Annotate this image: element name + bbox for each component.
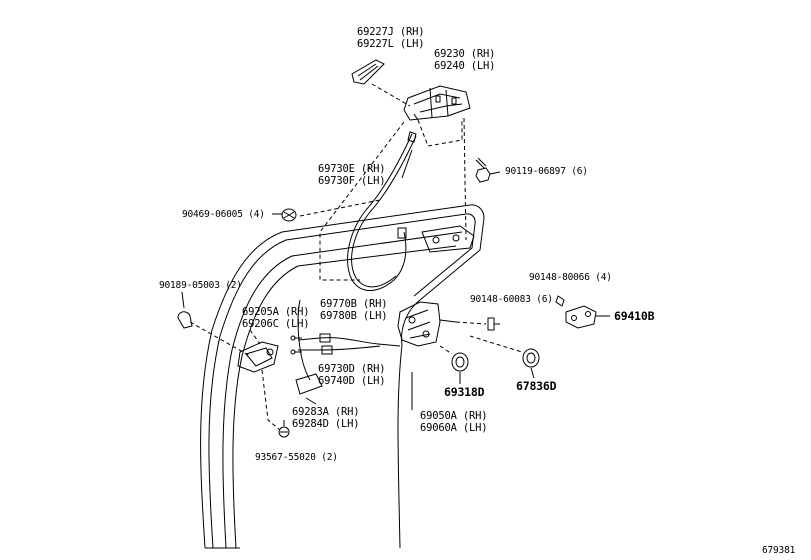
label-69318d: 69318D: [444, 385, 485, 399]
label-69730f: 69730F (LH): [318, 175, 386, 187]
cover-69318d: [439, 345, 469, 372]
label-69227l: 69227L (LH): [357, 38, 425, 50]
label-69730d: 69730D (RH): [318, 363, 386, 375]
label-69050a: 69050A (RH): [420, 410, 488, 422]
bezel-part: [295, 373, 323, 395]
cover-67836d: [469, 335, 540, 368]
label-69730e: 69730E (RH): [318, 163, 386, 175]
cable-69730e: [347, 131, 417, 291]
grommet-90469: [272, 208, 297, 222]
inner-bracket: [421, 225, 475, 253]
leader-lines-inside-handle: [189, 321, 281, 431]
label-69206c: 69206C (LH): [242, 318, 310, 330]
label-leaders: [305, 113, 535, 410]
label-69780b: 69780B (LH): [320, 310, 388, 322]
label-69284d: 69284D (LH): [292, 418, 360, 430]
label-69240: 69240 (LH): [434, 60, 496, 72]
label-69770b: 69770B (RH): [320, 298, 388, 310]
door-panel-outline: [200, 204, 485, 549]
label-69205a: 69205A (RH): [242, 306, 310, 318]
screw-93567: [278, 420, 290, 438]
label-90469: 90469-06005 (4): [182, 209, 265, 220]
label-69230: 69230 (RH): [434, 48, 496, 60]
label-90148-80066: 90148-80066 (4): [529, 272, 612, 283]
label-93567: 93567-55020 (2): [255, 452, 338, 463]
bolt-90148-60083: [455, 317, 500, 331]
outside-handle-frame-part: [403, 85, 471, 121]
leader-lines-handle: [299, 83, 467, 281]
label-69410b: 69410B: [614, 309, 655, 323]
cables-inside-handle: [290, 333, 401, 355]
label-69283a: 69283A (RH): [292, 406, 360, 418]
label-69060a: 69060A (LH): [420, 422, 488, 434]
label-69740d: 69740D (LH): [318, 375, 386, 387]
clip-90189: [177, 291, 193, 329]
bolt-90119: [475, 157, 501, 183]
label-69227j: 69227J (RH): [357, 26, 425, 38]
label-67836d: 67836D: [516, 379, 557, 393]
diagram-id: 679381: [762, 545, 796, 556]
handle-pad-part: [351, 59, 385, 85]
label-90189: 90189-05003 (2): [159, 280, 242, 291]
label-90148-60083: 90148-60083 (6): [470, 294, 553, 305]
striker-69410b: [555, 295, 610, 329]
door-lock-assembly: [397, 301, 457, 347]
label-90119: 90119-06897 (6): [505, 166, 588, 177]
inside-handle-part: [237, 341, 279, 373]
